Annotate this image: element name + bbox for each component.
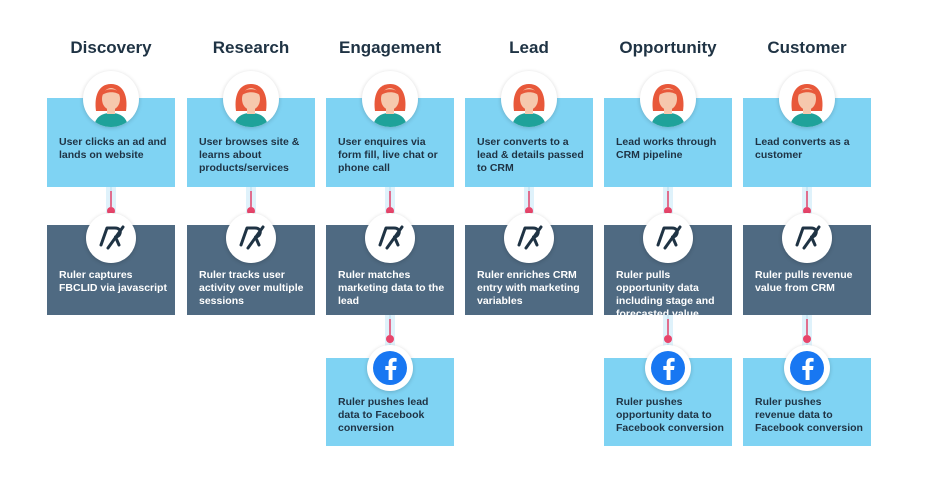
facebook-step-text: Ruler pushes revenue data to Facebook co… xyxy=(755,396,863,434)
woman-avatar-icon xyxy=(223,71,279,127)
ruler-logo-icon xyxy=(365,213,415,263)
ruler-step-card-opportunity: Ruler pulls opportunity data including s… xyxy=(604,225,732,320)
ruler-logo-icon xyxy=(504,213,554,263)
user-step-text: User browses site & learns about product… xyxy=(199,136,300,174)
stage-title-research: Research xyxy=(212,38,290,57)
ruler-step-text: Ruler captures FBCLID via javascript xyxy=(59,269,167,294)
user-step-card-discovery: User clicks an ad and lands on website xyxy=(47,98,175,187)
facebook-step-text: Ruler pushes opportunity data to Faceboo… xyxy=(616,396,724,434)
ruler-step-card-discovery: Ruler captures FBCLID via javascript xyxy=(47,225,175,315)
facebook-logo-icon xyxy=(645,345,691,391)
user-step-text: Lead converts as a customer xyxy=(755,136,850,161)
user-step-card-opportunity: Lead works through CRM pipeline xyxy=(604,98,732,187)
woman-avatar-icon xyxy=(779,71,835,127)
ruler-step-text: Ruler matches marketing data to the lead xyxy=(338,269,445,307)
user-step-text: User enquires via form fill, live chat o… xyxy=(338,136,438,174)
user-step-card-customer: Lead converts as a customer xyxy=(743,98,871,187)
facebook-logo-icon xyxy=(367,345,413,391)
stage-title-discovery: Discovery xyxy=(70,38,152,57)
user-step-text: User converts to a lead & details passed… xyxy=(477,136,584,174)
ruler-step-text: Ruler pulls revenue value from CRM xyxy=(755,269,853,294)
stage-title-customer: Customer xyxy=(767,38,847,57)
ruler-step-text: Ruler pulls opportunity data including s… xyxy=(616,269,715,320)
ruler-step-text: Ruler enriches CRM entry with marketing … xyxy=(477,269,580,307)
stage-title-lead: Lead xyxy=(509,38,549,57)
user-step-text: User clicks an ad and lands on website xyxy=(59,136,167,161)
facebook-logo-icon xyxy=(784,345,830,391)
stage-title-engagement: Engagement xyxy=(338,38,442,57)
woman-avatar-icon xyxy=(362,71,418,127)
user-step-card-research: User browses site & learns about product… xyxy=(187,98,315,187)
woman-avatar-icon xyxy=(640,71,696,127)
ruler-logo-icon xyxy=(643,213,693,263)
ruler-logo-icon xyxy=(782,213,832,263)
ruler-step-card-lead: Ruler enriches CRM entry with marketing … xyxy=(465,225,593,315)
ruler-logo-icon xyxy=(86,213,136,263)
user-step-card-engagement: User enquires via form fill, live chat o… xyxy=(326,98,454,187)
woman-avatar-icon xyxy=(501,71,557,127)
ruler-logo-icon xyxy=(226,213,276,263)
user-step-text: Lead works through CRM pipeline xyxy=(616,136,717,161)
woman-avatar-icon xyxy=(83,71,139,127)
stage-title-opportunity: Opportunity xyxy=(619,38,717,57)
ruler-step-text: Ruler tracks user activity over multiple… xyxy=(199,269,304,307)
facebook-step-text: Ruler pushes lead data to Facebook conve… xyxy=(338,396,429,434)
